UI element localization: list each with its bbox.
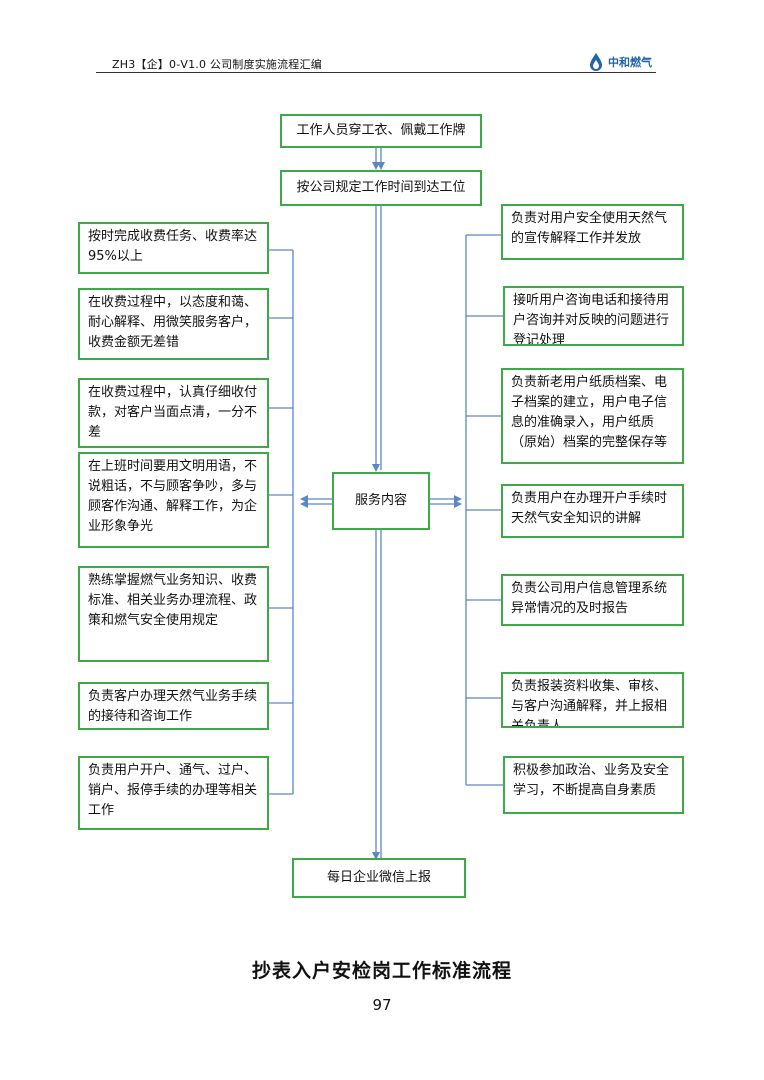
section-caption: 抄表入户安检岗工作标准流程 (251, 960, 512, 982)
left-item-5: 熟练掌握燃气业务知识、收费标准、相关业务办理流程、政策和燃气安全使用规定 (78, 566, 269, 662)
right-item-4: 负责用户在办理开户手续时天然气安全知识的讲解 (501, 484, 684, 538)
brand-name: 中和燃气 (608, 56, 652, 69)
left-item-7: 负责用户开户、通气、过户、销户、报停手续的办理等相关工作 (78, 756, 269, 830)
left-item-4: 在上班时间要用文明用语，不说粗话，不与顾客争吵，多与顾客作沟通、解释工作，为企业… (78, 452, 269, 548)
left-item-6: 负责客户办理天然气业务手续的接待和咨询工作 (78, 682, 269, 730)
header-divider (96, 72, 656, 73)
step-wear-uniform: 工作人员穿工衣、佩戴工作牌 (280, 114, 482, 148)
left-item-1: 按时完成收费任务、收费率达95%以上 (78, 222, 269, 274)
page-number: 97 (372, 996, 392, 1014)
step-daily-wechat-report: 每日企业微信上报 (292, 858, 466, 898)
right-item-7: 积极参加政治、业务及安全学习，不断提高自身素质 (503, 756, 684, 814)
company-logo: 中和燃气 (587, 52, 652, 72)
left-item-3: 在收费过程中，认真仔细收付款，对客户当面点清，一分不差 (78, 378, 269, 448)
right-item-1: 负责对用户安全使用天然气的宣传解释工作并发放 (501, 204, 684, 260)
right-item-2: 接听用户咨询电话和接待用户咨询并对反映的问题进行登记处理 (503, 286, 684, 346)
service-content-node: 服务内容 (332, 472, 430, 530)
right-item-5: 负责公司用户信息管理系统异常情况的及时报告 (501, 574, 684, 626)
right-item-3: 负责新老用户纸质档案、电子档案的建立，用户电子信息的准确录入，用户纸质（原始）档… (501, 368, 684, 464)
page-header: ZH3【企】0-V1.0 公司制度实施流程汇编 中和燃气 (96, 52, 656, 76)
left-item-2: 在收费过程中，以态度和蔼、耐心解释、用微笑服务客户，收费金额无差错 (78, 288, 269, 360)
document-code: ZH3【企】0-V1.0 公司制度实施流程汇编 (112, 58, 322, 71)
right-item-6: 负责报装资料收集、审核、与客户沟通解释，并上报相关负责人 (501, 672, 684, 728)
step-arrive-on-time: 按公司规定工作时间到达工位 (280, 170, 482, 206)
flame-drop-icon (590, 53, 602, 71)
